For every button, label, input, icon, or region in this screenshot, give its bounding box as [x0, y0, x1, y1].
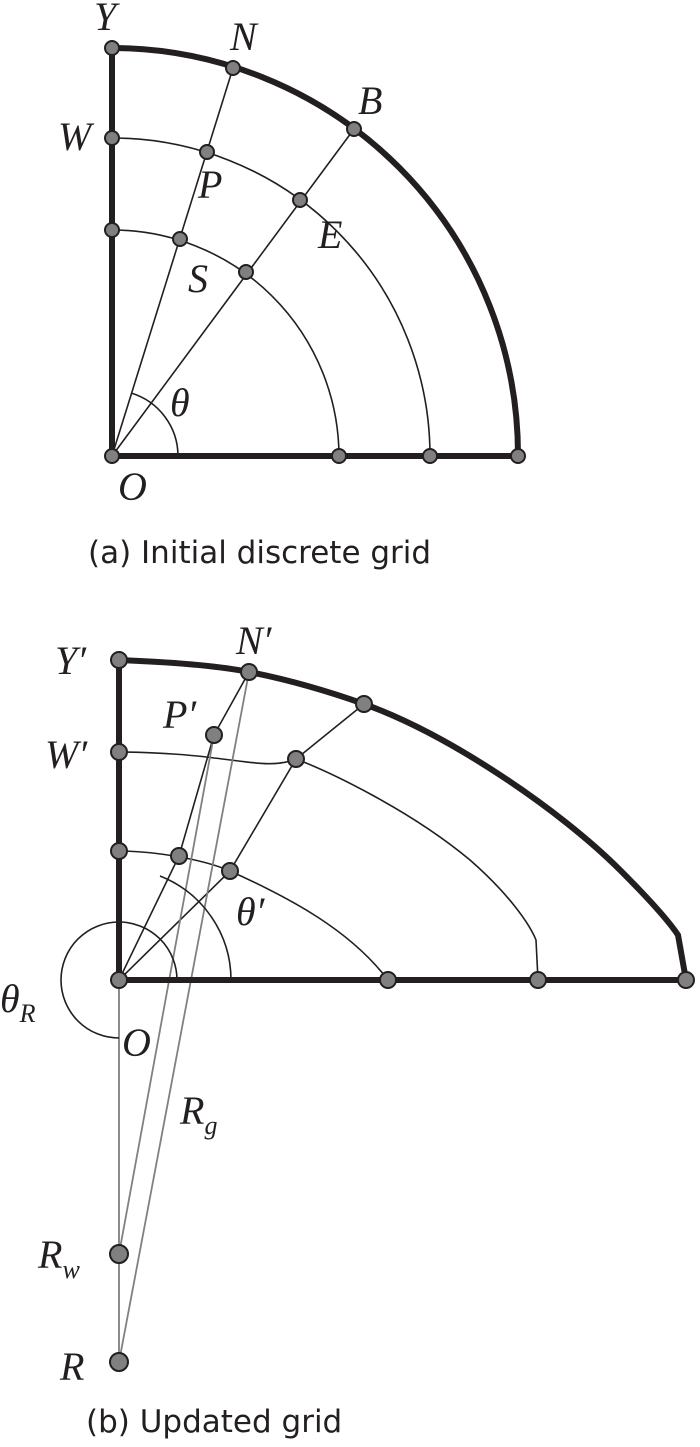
label-Y-prime: Y′	[55, 638, 87, 683]
caption-a: (a) Initial discrete grid	[88, 535, 431, 571]
panel-a-initial-grid: Y N B W P E S θ O (a) Initial discrete g…	[58, 0, 526, 571]
Rg-subscript: g	[204, 1111, 217, 1140]
node	[104, 222, 120, 238]
label-W-prime: W′	[45, 732, 88, 777]
node-W-prime	[110, 743, 128, 761]
node-O	[104, 448, 120, 464]
label-theta-R: θR	[0, 976, 36, 1028]
theta-R-angle-arc	[60, 921, 178, 1039]
node-N-prime	[240, 663, 258, 681]
node-B	[346, 121, 362, 137]
panel-b-updated-grid: Y′ N′ W′ P′ θ′ θR O Rg Rw R (b) Updated …	[0, 618, 695, 1440]
node	[221, 862, 239, 880]
node-S	[172, 231, 188, 247]
node-E	[292, 192, 308, 208]
theta-prime-angle-arc	[159, 875, 232, 981]
ray-on-prime	[118, 671, 250, 981]
node-W	[104, 130, 120, 146]
label-Rg: Rg	[179, 1088, 217, 1140]
label-B: B	[358, 78, 382, 123]
inner-arc	[118, 850, 389, 981]
node	[529, 971, 547, 989]
caption-b: (b) Updated grid	[86, 1404, 342, 1440]
label-O: O	[122, 1020, 151, 1065]
middle-arc	[118, 751, 539, 981]
label-S: S	[188, 256, 208, 301]
label-R: R	[59, 1344, 84, 1389]
middle-arc	[111, 137, 431, 457]
node	[110, 842, 128, 860]
theta-R-subscript: R	[19, 999, 36, 1028]
grid-nodes	[109, 651, 695, 1372]
outer-arc	[118, 657, 689, 981]
label-Rw: Rw	[37, 1232, 80, 1284]
node	[170, 847, 188, 865]
node	[379, 971, 397, 989]
label-theta-prime: θ′	[236, 889, 266, 934]
node-Rw	[109, 1244, 129, 1264]
node-P	[199, 144, 215, 160]
label-O: O	[118, 464, 147, 509]
node-Y	[104, 40, 120, 56]
theta-R-symbol: θ	[0, 976, 20, 1021]
ray-ob	[111, 128, 355, 457]
label-theta: θ	[170, 380, 190, 425]
Rg-symbol: R	[179, 1088, 204, 1133]
Rw-subscript: w	[62, 1255, 80, 1284]
node	[677, 971, 695, 989]
theta-angle-arc	[130, 392, 179, 457]
line-Rw-P	[118, 734, 215, 1255]
node	[287, 750, 305, 768]
node-N	[225, 60, 241, 76]
node-O	[110, 971, 128, 989]
node-Y-prime	[110, 651, 128, 669]
label-W: W	[58, 114, 95, 159]
label-Y: Y	[94, 0, 120, 39]
label-P: P	[197, 162, 222, 207]
node-R	[109, 1352, 129, 1372]
label-E: E	[317, 212, 342, 257]
node	[422, 448, 438, 464]
inner-arc	[111, 229, 340, 457]
grid-nodes	[104, 40, 526, 464]
node	[331, 448, 347, 464]
node	[355, 695, 373, 713]
ray-secondary	[118, 703, 365, 981]
Rw-symbol: R	[37, 1232, 62, 1277]
label-N: N	[229, 14, 259, 59]
node-P-prime	[205, 726, 223, 744]
label-N-prime: N′	[235, 618, 273, 663]
node	[510, 448, 526, 464]
ray-on	[111, 67, 234, 457]
line-R-N	[118, 671, 250, 1363]
node	[238, 264, 254, 280]
outer-arc	[111, 45, 522, 457]
label-P-prime: P′	[162, 692, 197, 737]
